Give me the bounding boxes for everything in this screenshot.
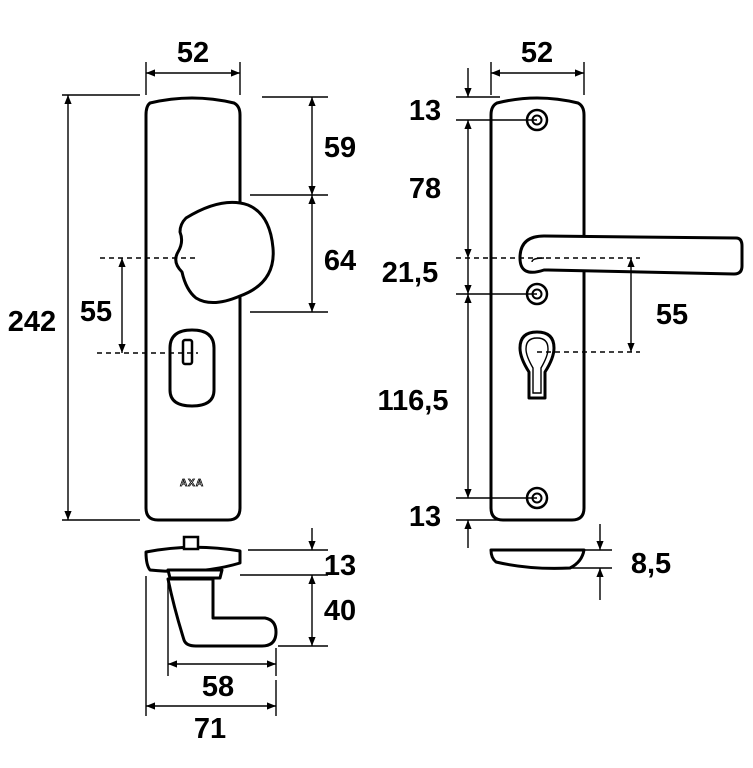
spindle-stub	[182, 535, 200, 551]
back-screw-to-lever-label: 78	[409, 173, 441, 205]
cylinder-guard	[168, 328, 216, 408]
side-knob-depth-label: 58	[202, 671, 234, 703]
keyhole	[518, 330, 556, 400]
back-lever-to-screw-label: 21,5	[382, 257, 438, 289]
knob-side-profile	[166, 577, 278, 648]
front-view: AXA 52 242 59 64 55	[8, 37, 356, 522]
side-plate-thickness-label: 13	[324, 550, 356, 582]
brand-logo: AXA	[180, 478, 204, 489]
front-knob-height-label: 64	[324, 245, 356, 277]
side-total-depth-label: 71	[194, 713, 226, 745]
lever-inner-shadow	[531, 257, 545, 263]
back-view: 52 13 78 21,5 116,5 13 55	[378, 37, 744, 548]
back-plate-profile	[489, 548, 586, 570]
back-lever-to-cylinder-label: 55	[656, 299, 688, 331]
back-backplate	[489, 96, 586, 522]
back-bottom-screw-label: 13	[409, 501, 441, 533]
knob	[174, 200, 275, 304]
front-top-to-knob-label: 59	[324, 132, 356, 164]
lever-handle	[518, 234, 744, 276]
front-width-label: 52	[177, 37, 209, 69]
side-view: 13 40 58 71	[144, 528, 356, 745]
front-knob-to-cylinder-label: 55	[80, 296, 112, 328]
profile-view: 8,5	[489, 524, 671, 600]
cylinder-slot	[181, 338, 194, 366]
side-flange	[166, 568, 224, 580]
side-plate-profile	[144, 545, 242, 573]
screw-bottom	[525, 486, 549, 510]
back-screw-to-screw-label: 116,5	[378, 385, 449, 417]
back-width-label: 52	[521, 37, 553, 69]
front-height-label: 242	[8, 306, 56, 338]
keyhole-inner	[525, 337, 549, 394]
back-top-screw-label: 13	[409, 95, 441, 127]
front-backplate	[144, 96, 242, 522]
side-knob-projection-label: 40	[324, 595, 356, 627]
profile-thickness-label: 8,5	[631, 548, 671, 580]
